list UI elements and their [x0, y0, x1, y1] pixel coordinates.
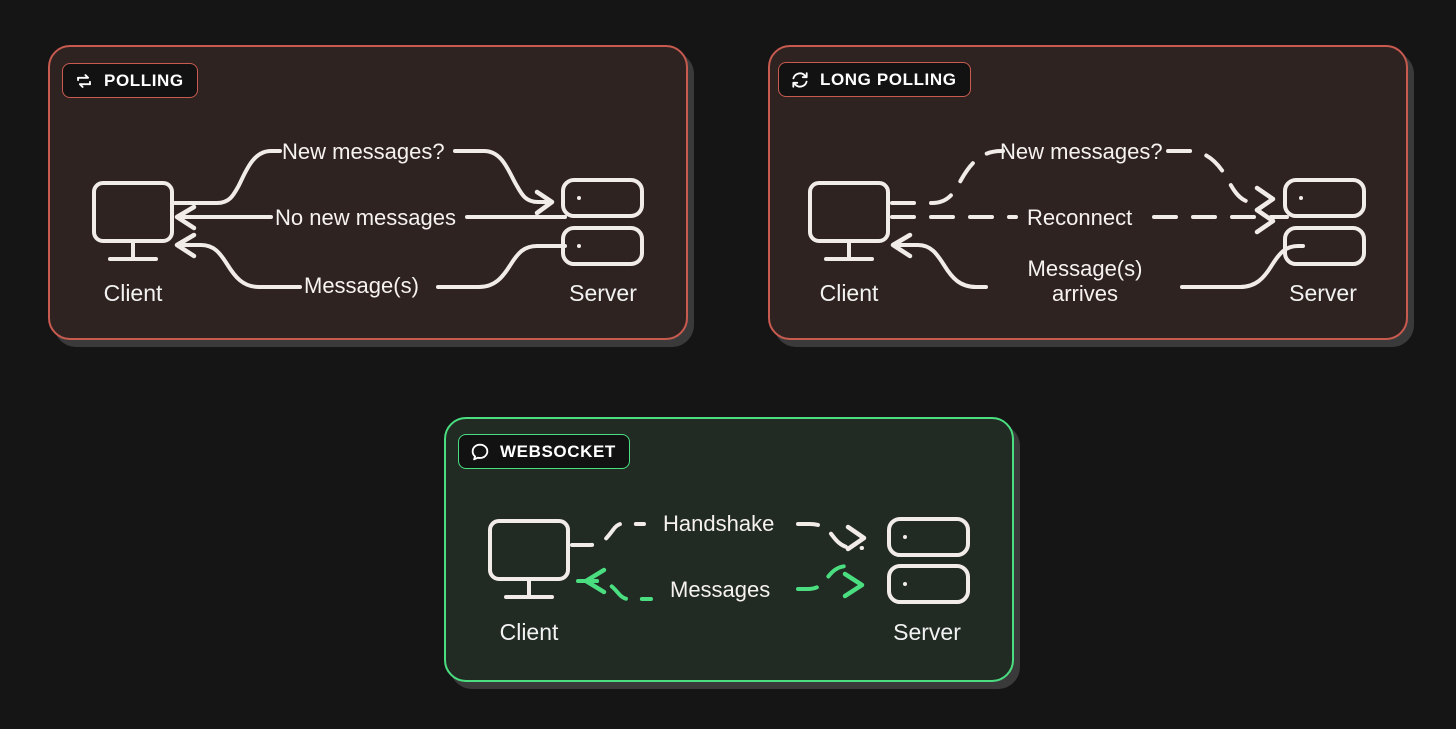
- long-polling-flow-label-2-line2: arrives: [1051, 280, 1118, 306]
- refresh-sync-icon: [789, 69, 811, 91]
- badge-polling-label: POLLING: [104, 71, 184, 90]
- polling-flow-label-1: No new messages: [275, 205, 456, 230]
- long-polling-flow-label-1: Reconnect: [1027, 205, 1133, 230]
- long-polling-flow-label-2: Message(s) arrives: [1005, 256, 1165, 306]
- polling-server-label: Server: [569, 280, 637, 306]
- badge-websocket[interactable]: WEBSOCKET: [458, 434, 630, 469]
- long-polling-flow-label-0: New messages?: [1000, 139, 1163, 164]
- long-polling-flow-label-2-line1: Message(s): [1027, 256, 1143, 281]
- polling-flow-label-2: Message(s): [304, 273, 419, 298]
- speech-bubble-icon: [469, 441, 491, 463]
- badge-polling[interactable]: POLLING: [62, 63, 198, 98]
- badge-long-polling[interactable]: LONG POLLING: [778, 62, 971, 97]
- long-polling-client-label: Client: [819, 280, 879, 306]
- websocket-flow-label-0: Handshake: [663, 511, 775, 536]
- polling-flow-label-0: New messages?: [282, 139, 445, 164]
- repeat-loop-icon: [73, 70, 95, 92]
- websocket-client-label: Client: [499, 619, 559, 645]
- long-polling-server-label: Server: [1289, 280, 1357, 306]
- badge-websocket-label: WEBSOCKET: [500, 442, 616, 461]
- websocket-flow-label-1: Messages: [670, 577, 771, 602]
- badge-long-polling-label: LONG POLLING: [820, 70, 957, 89]
- websocket-server-label: Server: [893, 619, 961, 645]
- polling-client-label: Client: [103, 280, 163, 306]
